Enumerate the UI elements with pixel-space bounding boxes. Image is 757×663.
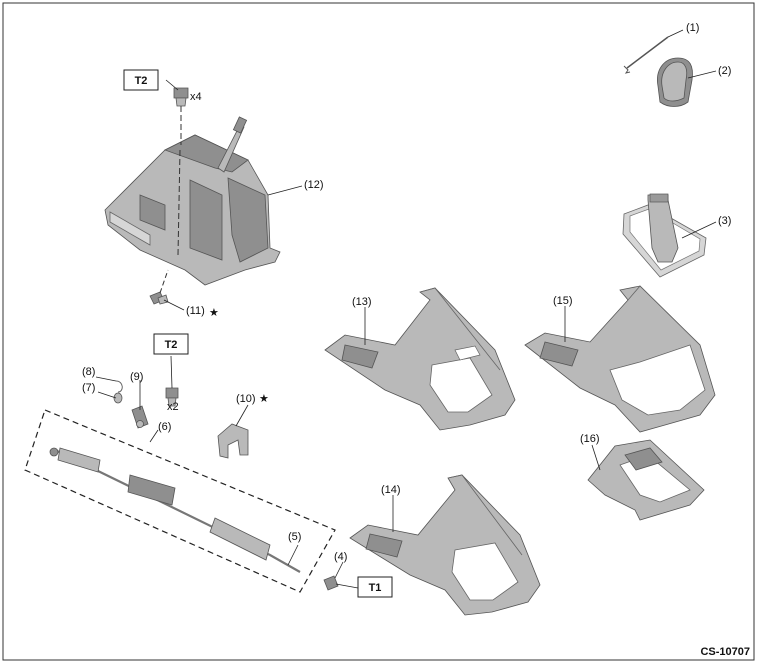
callout-10: (10) (236, 393, 256, 405)
callout-2: (2) (718, 65, 731, 77)
figure-code: CS-10707 (700, 646, 750, 658)
callout-8: (8) (82, 366, 95, 378)
bolt-t2-top (173, 87, 189, 145)
part-14-console-panel (349, 474, 541, 616)
callout-14: (14) (381, 484, 401, 496)
callout-16: (16) (580, 433, 600, 445)
callout-1: (1) (686, 22, 699, 34)
callout-5: (5) (288, 531, 301, 543)
callout-4: (4) (334, 551, 347, 563)
bolt-t2-middle (165, 387, 179, 407)
quantity-x2: x2 (167, 401, 179, 413)
torque-box-t2-middle: T2 (153, 333, 189, 355)
part-7-part-8-pins (113, 380, 123, 404)
leader-lines (95, 29, 717, 589)
callout-15: (15) (553, 295, 573, 307)
part-4-nut (323, 575, 339, 591)
part-16-indicator-panel (587, 439, 705, 521)
star-11: ★ (209, 307, 219, 319)
torque-box-t2-top: T2 (123, 69, 159, 91)
part-2-shift-knob (657, 57, 693, 107)
callout-12: (12) (304, 179, 324, 191)
part-13-console-panel (324, 287, 516, 431)
torque-label-t1: T1 (369, 582, 382, 594)
part-1-clip (623, 36, 669, 74)
callout-7: (7) (82, 382, 95, 394)
part-12-shift-lever-assembly (104, 116, 281, 286)
callout-13: (13) (352, 296, 372, 308)
part-15-console-panel (524, 285, 716, 433)
callout-3: (3) (718, 215, 731, 227)
part-6-cable-assembly (49, 447, 301, 573)
part-9-bracket (131, 405, 149, 429)
callout-11: (11) (186, 305, 205, 317)
torque-label-t2-middle: T2 (165, 339, 178, 351)
quantity-x4: x4 (190, 91, 202, 103)
callout-9: (9) (130, 371, 143, 383)
part-3-shift-boot (622, 193, 707, 278)
part-11-clip (149, 269, 169, 305)
cable-group-outline (24, 409, 336, 593)
callout-6: (6) (158, 421, 171, 433)
part-10-clip (217, 423, 249, 459)
torque-box-t1: T1 (357, 576, 393, 598)
star-10: ★ (259, 393, 269, 405)
torque-label-t2-top: T2 (135, 75, 148, 87)
